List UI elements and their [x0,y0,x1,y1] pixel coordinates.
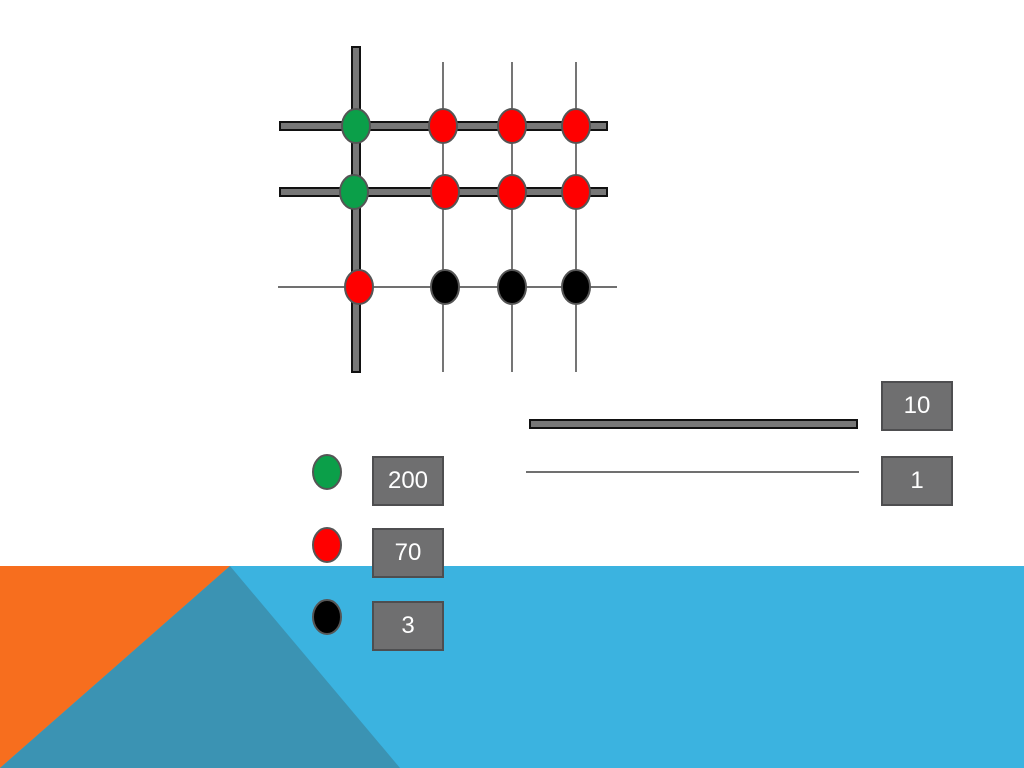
red-node [344,269,374,305]
red-node [497,108,527,144]
black-node [497,269,527,305]
green-dot-value-box: 200 [372,456,444,506]
red-node [561,108,591,144]
green-node [339,174,369,210]
red-node [561,174,591,210]
black-node [561,269,591,305]
dark-blue-triangle [0,566,400,768]
thick-line-value-box: 10 [881,381,953,431]
thin-line-value-box: 1 [881,456,953,506]
green-node [341,108,371,144]
black-dot-value-box: 3 [372,601,444,651]
red-node [430,174,460,210]
red-dot-value-box: 70 [372,528,444,578]
legend-black-dot [312,599,342,635]
legend-thick-line [529,419,858,429]
red-node [428,108,458,144]
legend-green-dot [312,454,342,490]
legend-red-dot [312,527,342,563]
black-node [430,269,460,305]
red-node [497,174,527,210]
